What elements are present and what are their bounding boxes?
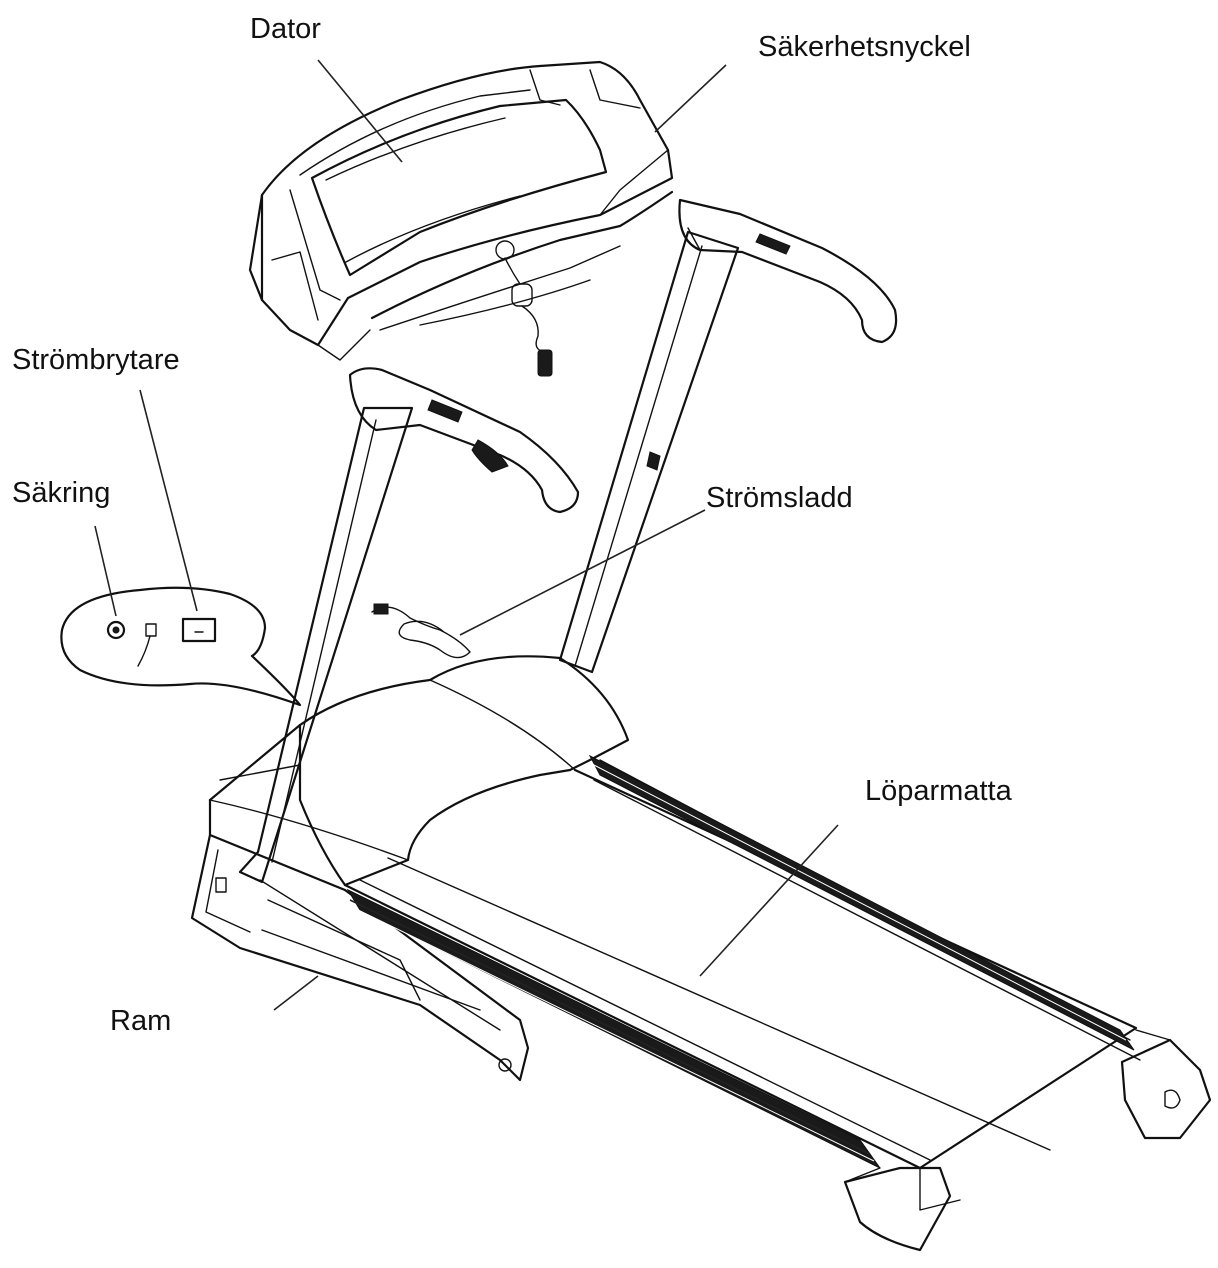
- console-tray: [370, 190, 674, 331]
- leader-ram: [273, 975, 319, 1011]
- leader-stromsladd: [459, 509, 706, 636]
- base-frame: [190, 833, 530, 1082]
- display-screen: [310, 98, 608, 277]
- leader-strombrytare: [139, 389, 198, 612]
- leader-dator: [317, 59, 403, 163]
- switch-callout-bubble: [60, 586, 302, 707]
- label-sakerhetsnyckel: Säkerhetsnyckel: [758, 31, 971, 63]
- handlebar-right: [678, 198, 898, 344]
- leader-sakerhetsnyckel: [654, 64, 727, 133]
- side-rail-left: [346, 888, 881, 1169]
- power-switch-icon: [181, 617, 217, 643]
- leader-sakring: [94, 525, 117, 617]
- treadmill-illustration: [60, 60, 1212, 1252]
- fuse-icon: [106, 620, 126, 640]
- side-rail-right: [588, 754, 1135, 1051]
- safety-key: [495, 240, 553, 377]
- label-sakring: Säkring: [12, 477, 110, 509]
- label-dator: Dator: [250, 13, 321, 45]
- cord-plug-icon: [137, 623, 157, 667]
- label-strombrytare: Strömbrytare: [12, 344, 180, 376]
- label-loparmatta: Löparmatta: [865, 775, 1013, 807]
- label-stromsladd: Strömsladd: [706, 482, 853, 514]
- leader-loparmatta: [699, 824, 839, 977]
- power-cord: [371, 603, 471, 659]
- motor-hood: [208, 655, 630, 892]
- rear-end-caps: [843, 1029, 1212, 1252]
- label-ram: Ram: [110, 1005, 171, 1037]
- console-housing: [248, 60, 674, 361]
- leader-lines: [94, 59, 839, 1011]
- labels: Dator Säkerhetsnyckel Strömbrytare Säkri…: [12, 13, 1013, 1037]
- upright-posts: [238, 230, 740, 884]
- handlebar-left: [348, 367, 580, 514]
